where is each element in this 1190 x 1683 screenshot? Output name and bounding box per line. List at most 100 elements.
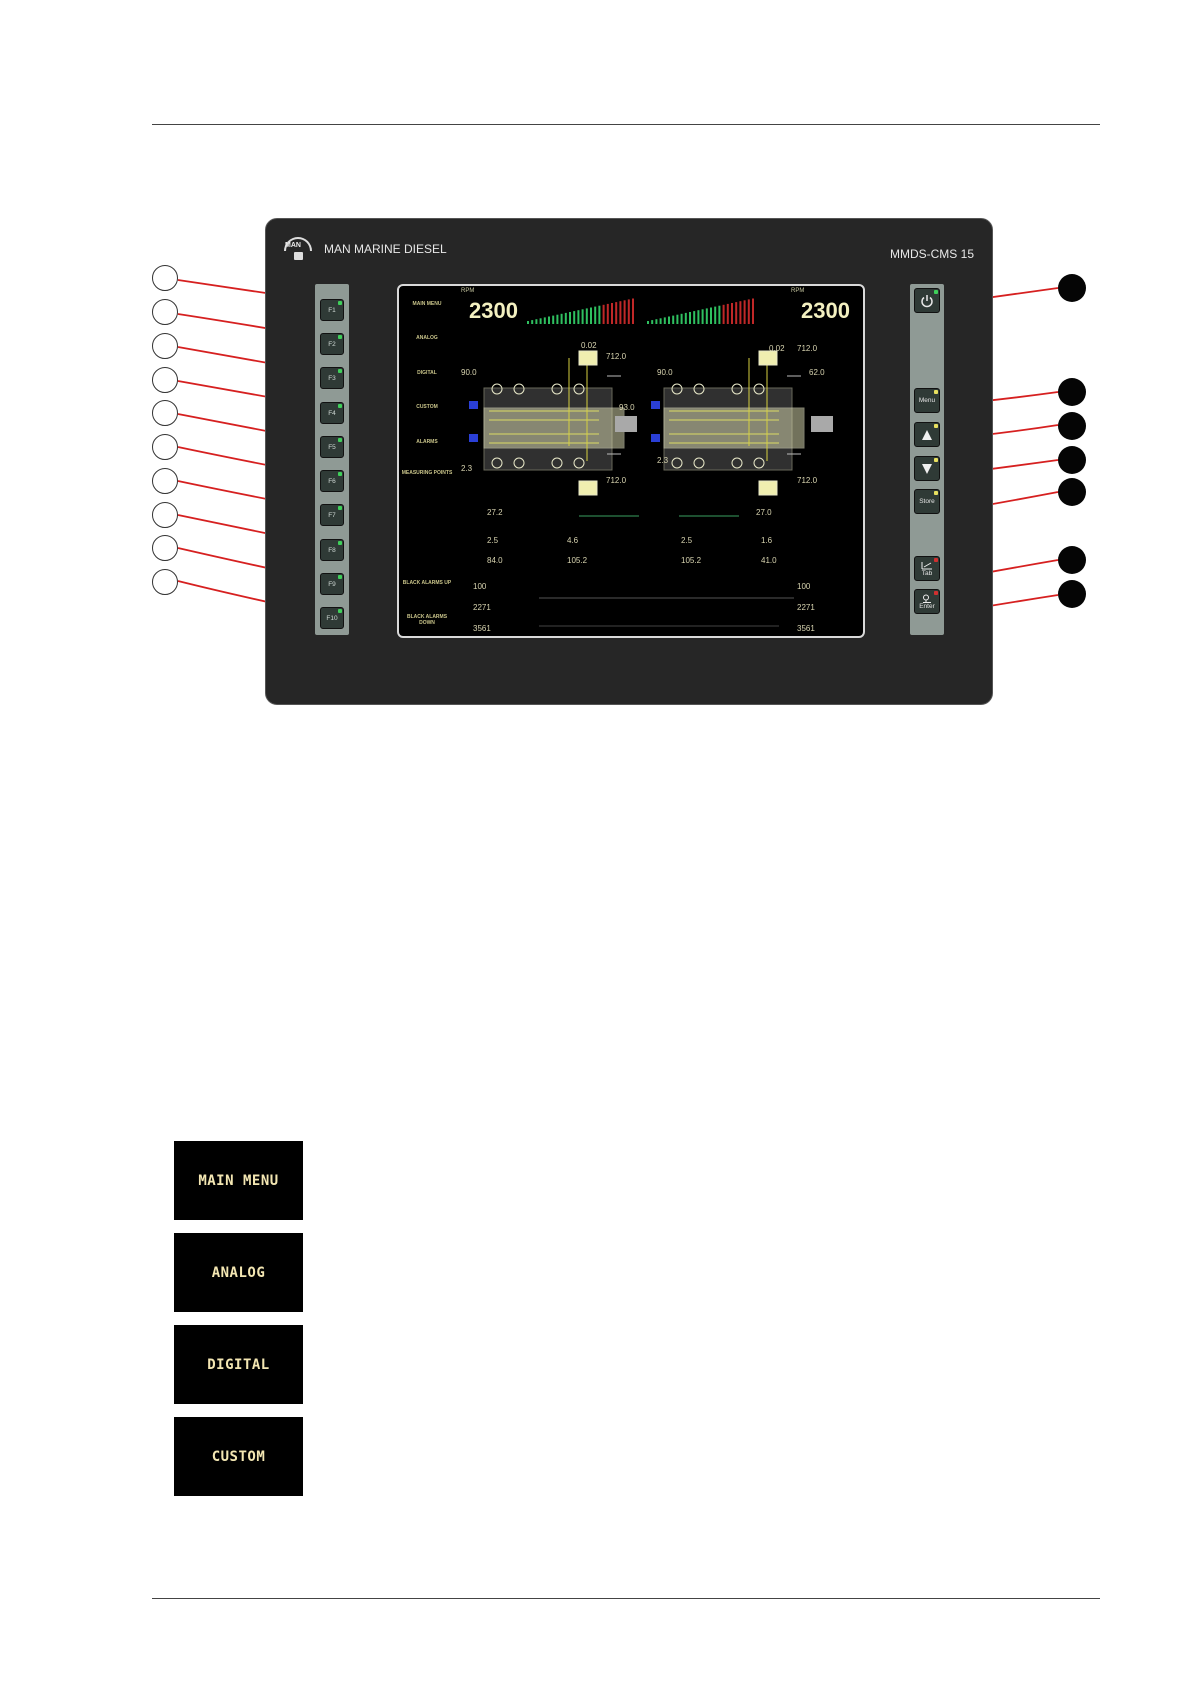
rpm-bar [735,302,738,324]
menu-key-label: Menu [918,397,936,404]
rpm-bar [697,310,700,324]
left-val-4: 2.3 [461,464,473,473]
enter-key[interactable]: Enter [914,589,940,614]
f7-label: F7 [328,511,336,519]
f10-key[interactable]: F10 [320,607,344,629]
menu-key[interactable]: Menu [914,388,940,413]
screen-menu: MAIN MENU ANALOG DIGITAL CUSTOM ALARMS M… [399,286,455,636]
power-led [934,290,938,294]
callout-tab [1058,546,1086,574]
right-val-4: 2.3 [657,456,669,465]
left-val-5: 712.0 [606,476,627,485]
rpm-bar [726,303,729,324]
up-led [934,424,938,428]
rpm-bar [693,311,696,324]
f6-key[interactable]: F6 [320,470,344,492]
power-icon [921,294,933,307]
enter-key-label: Enter [919,602,935,610]
f4-label: F4 [328,409,336,417]
f9-key[interactable]: F9 [320,573,344,595]
callout-f7 [152,468,178,494]
control-key-strip: Menu Store Tab Enter [910,284,944,635]
enter-led [934,591,938,595]
rpm-bar [739,301,742,324]
store-key[interactable]: Store [914,489,940,514]
rpm-bar [701,309,704,324]
left-val-6: 27.2 [487,508,503,517]
callout-down [1058,446,1086,474]
screen-menu-item-main[interactable]: MAIN MENU [412,301,442,307]
rpm-bar [585,308,588,324]
right-rpm-label: RPM [791,288,805,294]
f1-key[interactable]: F1 [320,299,344,321]
rpm-bar [527,321,529,324]
rpm-bar [663,317,666,324]
left-val-2: 90.0 [461,368,477,377]
f10-label: F10 [326,614,338,622]
rpm-bar [714,306,717,324]
rpm-bar [680,313,683,324]
right-val-0: 0.02 [769,344,785,353]
f4-key[interactable]: F4 [320,402,344,424]
f3-key[interactable]: F3 [320,367,344,389]
callout-f1 [152,265,178,291]
f4-led [338,404,342,408]
callout-f8 [152,502,178,528]
up-key[interactable] [914,422,940,447]
callout-power [1058,274,1086,302]
custom-button-image: CUSTOM [174,1417,303,1496]
right-val-1: 712.0 [797,344,818,353]
power-key[interactable] [914,288,940,313]
rpm-bar [710,307,712,324]
screen-menu-item-analog[interactable]: ANALOG [416,335,438,341]
f2-label: F2 [328,340,336,348]
callout-f5 [152,400,178,426]
f7-led [338,506,342,510]
f5-label: F5 [328,443,336,451]
callout-f6 [152,434,178,460]
screen-menu-item-measuring[interactable]: MEASURING POINTS [401,470,453,476]
screen-menu-item-alarms[interactable]: ALARMS [416,439,438,445]
callout-up [1058,412,1086,440]
f10-led [338,609,342,613]
rpm-bar [747,299,750,324]
f8-key[interactable]: F8 [320,539,344,561]
rpm-bar [590,307,592,324]
screen-menu-item-black-up[interactable]: BLACK ALARMS UP [402,580,452,586]
rpm-bar [619,301,622,324]
left-rpm-bargraph [527,298,634,324]
header-rule [152,124,1100,125]
screen-menu-item-custom[interactable]: CUSTOM [416,404,438,410]
right-val-6: 27.0 [756,508,772,517]
screen-menu-item-black-down[interactable]: BLACK ALARMS DOWN [406,614,448,626]
right-val-2: 90.0 [657,368,673,377]
callout-menu [1058,378,1086,406]
tab-key[interactable]: Tab [914,556,940,581]
f7-key[interactable]: F7 [320,504,344,526]
right-val-10: 105.2 [681,556,702,565]
right-val-9: 1.6 [761,536,773,545]
rpm-bar [689,312,691,324]
left-val-12: 2271 [473,603,491,612]
tab-key-label: Tab [921,569,933,577]
f2-key[interactable]: F2 [320,333,344,355]
screen-menu-item-digital[interactable]: DIGITAL [417,370,437,376]
right-val-8: 41.0 [761,556,777,565]
left-val-10: 105.2 [567,556,588,565]
analog-button-label: ANALOG [211,1264,266,1281]
rpm-bar [668,316,670,324]
rpm-bar [598,305,601,324]
callout-enter [1058,580,1086,608]
f8-led [338,541,342,545]
right-engine-diagram [651,350,833,496]
down-key[interactable] [914,456,940,481]
callout-f10 [152,569,178,595]
rpm-bar [606,303,609,324]
f5-key[interactable]: F5 [320,436,344,458]
f3-label: F3 [328,374,336,382]
enter-icon [923,594,931,603]
f1-label: F1 [328,306,336,314]
down-arrow-icon [922,463,932,474]
display-screen: MAIN MENU ANALOG DIGITAL CUSTOM ALARMS M… [397,284,865,638]
store-key-label: Store [919,498,935,505]
